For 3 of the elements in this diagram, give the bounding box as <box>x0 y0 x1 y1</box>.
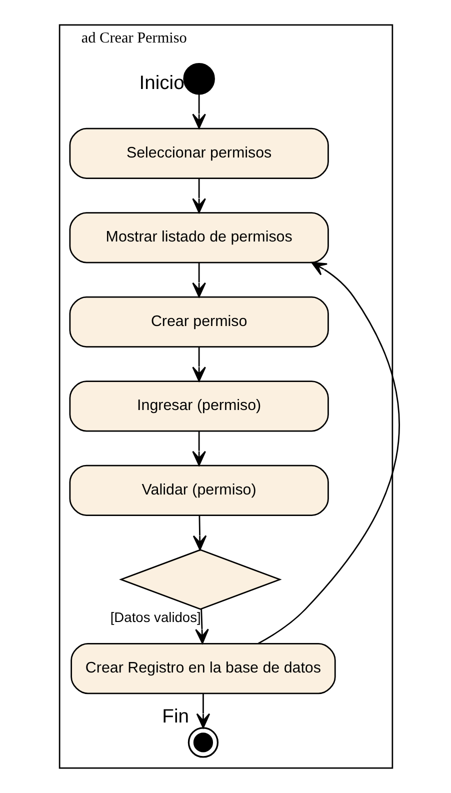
node-label: Fin <box>162 706 189 728</box>
edge-label: [Datos validos] <box>110 608 200 625</box>
node-label: Inicio <box>138 72 184 94</box>
